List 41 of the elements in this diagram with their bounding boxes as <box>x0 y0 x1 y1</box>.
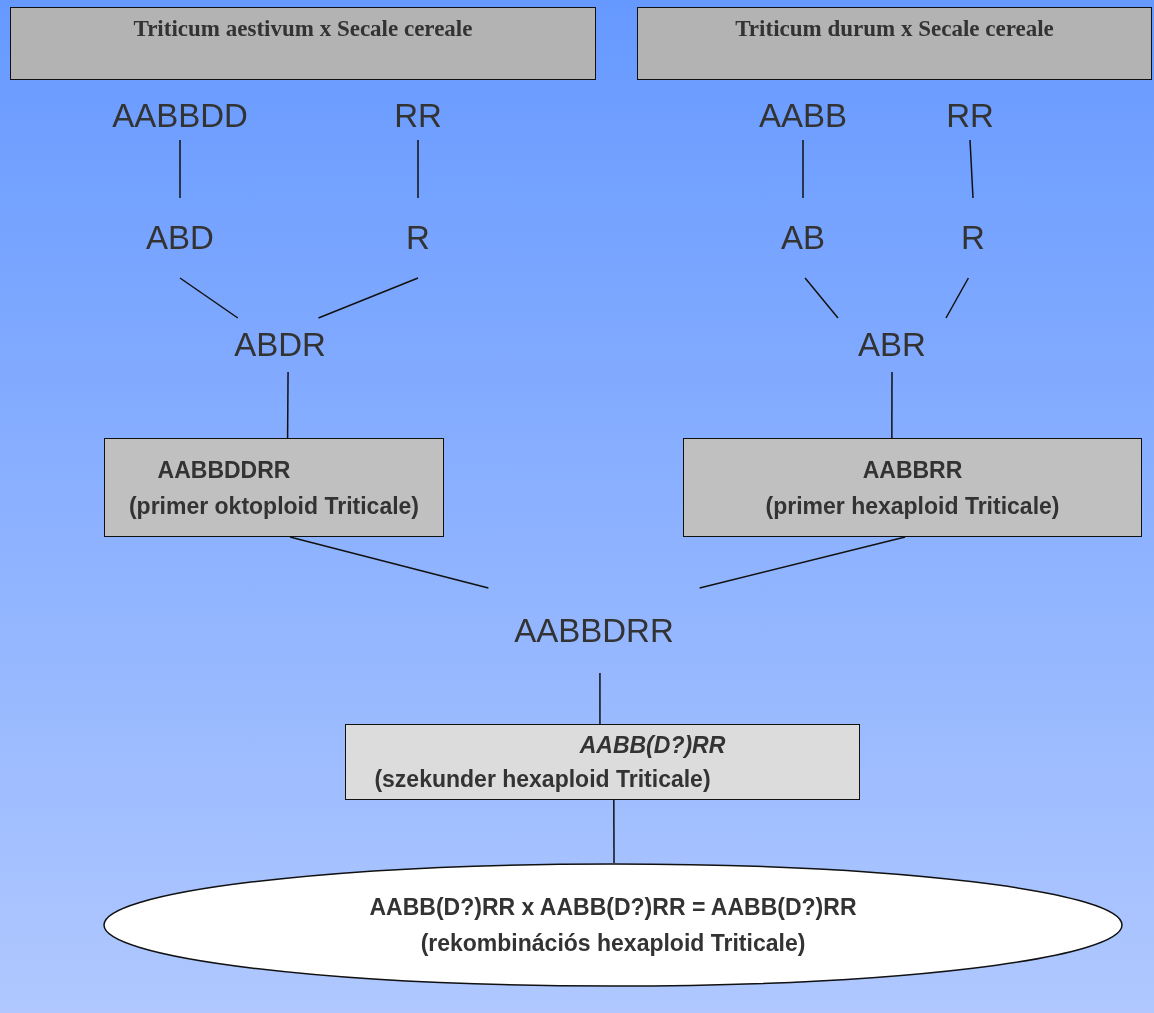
genome-label: ABD <box>146 219 214 257</box>
triticale-type: (szekunder hexaploid Triticale) <box>374 765 711 794</box>
cross-title: Triticum aestivum x Secale cereale <box>133 16 473 42</box>
triticale-type: (rekombinációs hexaploid Triticale) <box>420 929 806 958</box>
connector-line <box>417 139 419 199</box>
genome-label: AB <box>781 219 825 257</box>
connector-line <box>179 277 239 319</box>
genome-formula: AABB(D?)RR <box>579 731 726 760</box>
connector-line <box>289 536 490 589</box>
genome-label: AABBDRR <box>514 611 674 650</box>
genome-formula: AABBRR <box>862 455 963 485</box>
cross-title: Triticum durum x Secale cereale <box>735 16 1054 42</box>
genome-label: RR <box>946 97 994 135</box>
genome-label: RR <box>394 97 442 135</box>
result-ellipse <box>103 863 1123 987</box>
connector-line <box>286 371 289 439</box>
genome-formula: AABBDDRR <box>157 455 291 485</box>
connector-line <box>969 139 974 199</box>
genome-label: AABB <box>758 97 847 135</box>
connector-line <box>804 277 839 319</box>
genome-label: R <box>406 219 430 257</box>
connector-line <box>599 672 601 725</box>
triticale-type: (primer hexaploid Triticale) <box>765 491 1060 521</box>
title-box <box>637 7 1152 80</box>
genome-label: ABDR <box>234 326 326 364</box>
title-box <box>10 7 596 80</box>
genome-label: R <box>961 219 985 257</box>
connector-line <box>179 139 181 199</box>
triticale-box <box>683 438 1142 537</box>
connector-line <box>891 371 893 439</box>
connector-line <box>613 799 615 864</box>
genome-label: AABBDD <box>112 97 248 135</box>
triticale-box <box>104 438 444 537</box>
genome-formula: AABB(D?)RR x AABB(D?)RR = AABB(D?)RR <box>369 893 857 922</box>
triticale-box <box>345 724 860 800</box>
triticale-type: (primer oktoploid Triticale) <box>128 491 420 521</box>
connector-line <box>317 277 419 319</box>
connector-line <box>698 536 906 589</box>
genome-label: ABR <box>858 326 926 364</box>
connector-line <box>802 139 804 199</box>
connector-line <box>945 277 970 319</box>
